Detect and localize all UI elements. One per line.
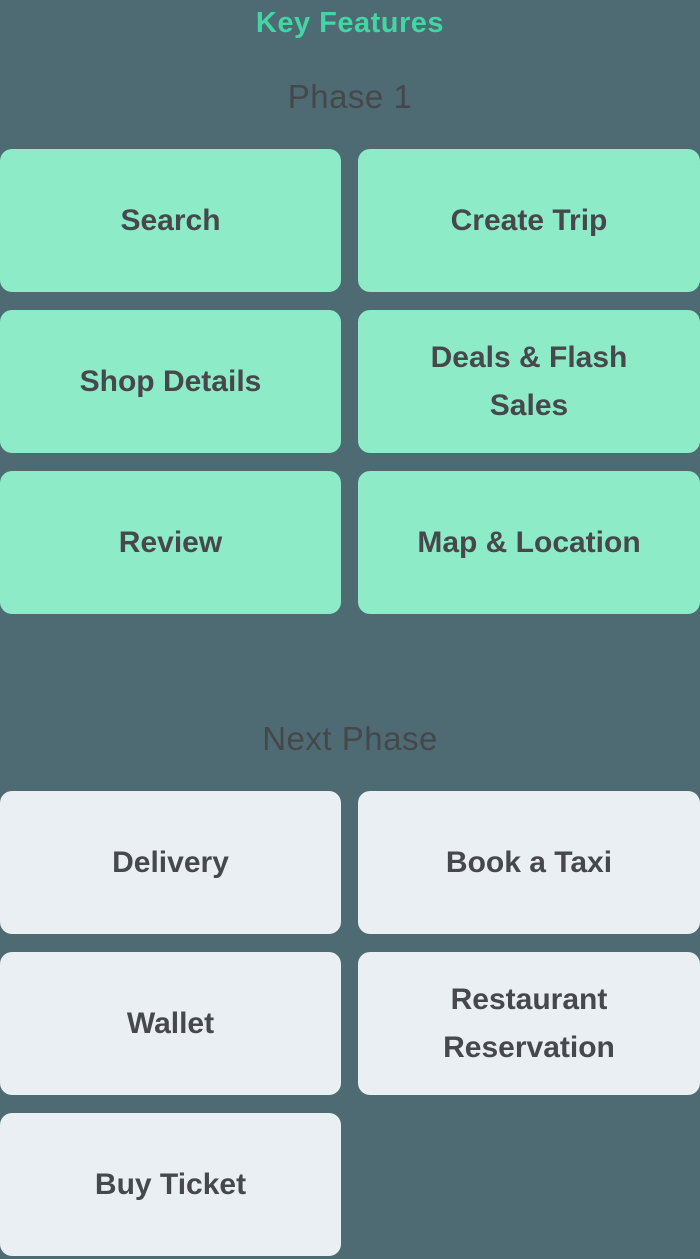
- card-review[interactable]: Review: [0, 471, 341, 614]
- card-label: Shop Details: [79, 364, 262, 398]
- card-label: Buy Ticket: [94, 1167, 247, 1201]
- card-label: Create Trip: [450, 203, 608, 237]
- card-wallet[interactable]: Wallet: [0, 952, 341, 1095]
- card-map-location[interactable]: Map & Location: [358, 471, 700, 614]
- card-label: Wallet: [126, 1006, 215, 1040]
- next-phase-card-grid: Delivery Book a Taxi Wallet Restaurant R…: [0, 791, 700, 1256]
- card-label: Review: [118, 525, 223, 559]
- card-book-a-taxi[interactable]: Book a Taxi: [358, 791, 700, 934]
- section-heading-phase-1: Phase 1: [287, 78, 413, 115]
- card-buy-ticket[interactable]: Buy Ticket: [0, 1113, 341, 1256]
- card-shop-details[interactable]: Shop Details: [0, 310, 341, 453]
- card-restaurant-reservation[interactable]: Restaurant Reservation: [358, 952, 700, 1095]
- card-label: Delivery: [112, 845, 229, 879]
- card-label: Search: [120, 203, 221, 237]
- card-create-trip[interactable]: Create Trip: [358, 149, 700, 292]
- card-deals-flash-sales[interactable]: Deals & Flash Sales: [358, 310, 700, 453]
- card-delivery[interactable]: Delivery: [0, 791, 341, 934]
- section-heading-next-phase: Next Phase: [262, 720, 438, 757]
- card-label: Deals & Flash Sales: [430, 340, 628, 422]
- card-label: Map & Location: [417, 525, 641, 559]
- card-label: Restaurant Reservation: [443, 982, 615, 1064]
- card-search[interactable]: Search: [0, 149, 341, 292]
- card-label: Book a Taxi: [445, 845, 613, 879]
- phase-1-card-grid: Search Create Trip Shop Details Deals & …: [0, 149, 700, 614]
- page-title: Key Features: [255, 7, 445, 39]
